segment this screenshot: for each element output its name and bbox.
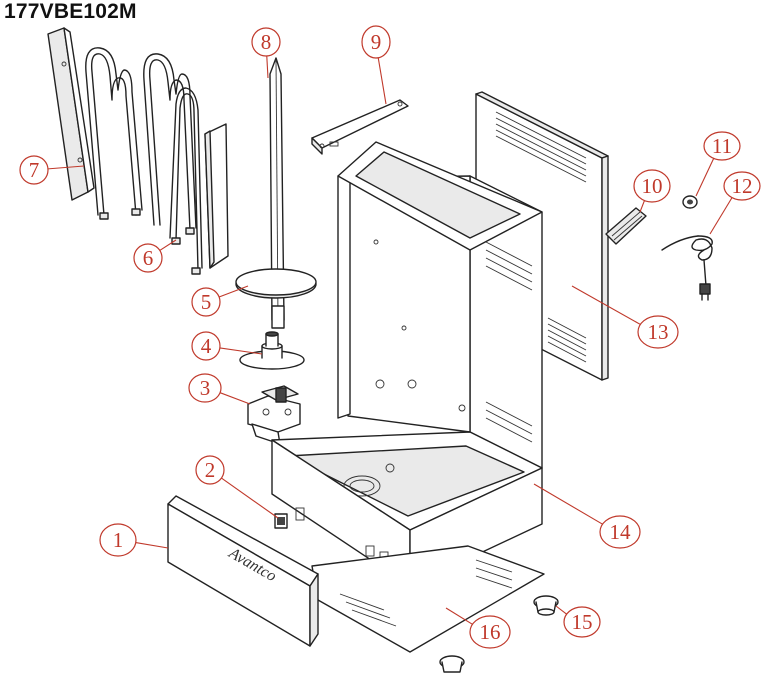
callout-number: 5	[201, 290, 212, 314]
callout-part-5: 5	[191, 285, 249, 317]
callout-part-15: 15	[555, 605, 601, 638]
leader-line	[377, 57, 387, 105]
callout-circle	[195, 455, 225, 485]
top-mounting-bracket	[311, 99, 409, 155]
callout-circle	[99, 523, 137, 557]
callout-circle	[599, 515, 641, 549]
model-number-title: 177VBE102M	[4, 0, 137, 23]
callout-part-1: 1	[99, 523, 169, 557]
callout-number: 12	[732, 174, 753, 198]
power-cord	[661, 235, 713, 301]
leader-line	[555, 605, 568, 615]
leader-line	[695, 158, 715, 197]
callout-number: 2	[205, 458, 216, 482]
leader-line	[639, 200, 645, 213]
callout-circle	[469, 615, 511, 649]
leader-line	[219, 347, 263, 355]
leader-line	[709, 197, 733, 235]
callout-number: 11	[712, 134, 732, 158]
callout-number: 13	[648, 320, 669, 344]
power-switch	[274, 513, 288, 529]
callout-part-9: 9	[361, 25, 391, 105]
callout-circle	[703, 131, 741, 161]
callout-part-4: 4	[191, 331, 263, 361]
callout-part-14: 14	[533, 483, 641, 549]
leader-line	[159, 239, 177, 251]
callout-circle	[637, 315, 679, 349]
heat-shield-bracket	[47, 27, 95, 201]
main-cabinet	[271, 141, 543, 587]
callout-number: 4	[201, 334, 212, 358]
leader-line	[135, 541, 169, 549]
callout-number: 3	[200, 376, 211, 400]
lock-nut	[682, 195, 698, 209]
callout-part-6: 6	[133, 239, 177, 273]
callout-number: 1	[113, 528, 124, 552]
callout-part-12: 12	[709, 171, 761, 235]
leader-line	[218, 285, 249, 298]
callout-part-13: 13	[571, 285, 679, 349]
spindle-base	[239, 331, 305, 370]
callout-circle	[361, 25, 391, 59]
callout-number: 10	[642, 174, 663, 198]
callout-part-10: 10	[633, 169, 671, 213]
leader-line	[221, 477, 279, 519]
callout-part-8: 8	[251, 27, 281, 79]
callout-number: 9	[371, 30, 382, 54]
callout-circle	[188, 373, 222, 403]
callout-circle	[723, 171, 761, 201]
reflector-panel	[204, 123, 229, 269]
callout-circle	[251, 27, 281, 57]
callout-part-16: 16	[445, 607, 511, 649]
leader-line	[571, 285, 641, 325]
callout-circle	[19, 155, 49, 185]
drip-plate	[235, 268, 317, 299]
callout-circle	[633, 169, 671, 203]
callout-circle	[563, 606, 601, 638]
callout-number: 15	[572, 610, 593, 634]
callout-circle	[191, 331, 221, 361]
callout-part-2: 2	[195, 455, 279, 519]
leader-line	[266, 55, 269, 79]
leader-line	[445, 607, 473, 625]
heating-elements	[85, 47, 203, 275]
callout-part-11: 11	[695, 131, 741, 197]
callout-circle	[133, 243, 163, 273]
leader-line	[47, 165, 85, 170]
rotisserie-motor	[247, 385, 301, 445]
callout-number: 14	[610, 520, 632, 544]
callout-number: 8	[261, 30, 272, 54]
callout-number: 16	[480, 620, 501, 644]
callout-part-7: 7	[19, 155, 85, 185]
terminal-block	[605, 207, 647, 245]
callout-number: 7	[29, 158, 40, 182]
adjustable-feet	[439, 595, 559, 673]
callout-circle	[191, 287, 221, 317]
leader-line	[219, 392, 251, 405]
leader-line	[533, 483, 603, 525]
drip-drawer: Avantco	[167, 495, 319, 647]
callout-part-3: 3	[188, 373, 251, 405]
callout-number: 6	[143, 246, 154, 270]
